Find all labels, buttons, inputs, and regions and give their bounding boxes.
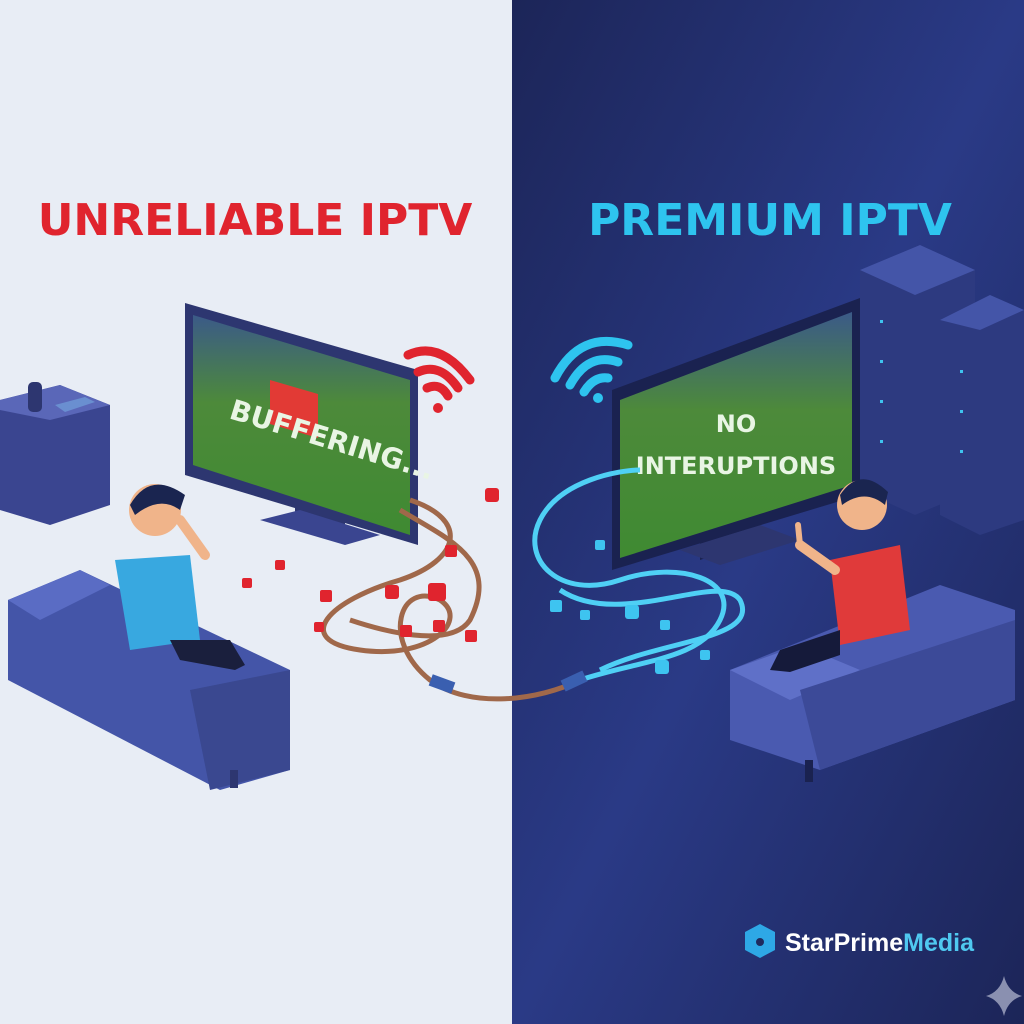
server-racks (860, 245, 1024, 535)
happy-person (770, 479, 910, 672)
logo-name-part2: Media (903, 929, 975, 957)
sparkle-icon (986, 976, 1022, 1016)
logo-name-part1: StarPrime (785, 929, 903, 957)
weak-wifi-icon (403, 346, 475, 413)
no-interruptions-line1: NO (716, 410, 757, 438)
cable-connector-icon (428, 674, 456, 694)
vase-icon (28, 382, 42, 412)
brand-logo: StarPrimeMedia (745, 924, 975, 958)
strong-wifi-icon (550, 337, 633, 403)
side-table (0, 382, 110, 525)
right-title: PREMIUM IPTV (588, 195, 952, 246)
right-tv: NO INTERUPTIONS (612, 298, 860, 570)
cable-connector-icon (560, 670, 588, 692)
left-tv: BUFFERING... (185, 303, 438, 545)
svg-text:StarPrimeMedia: StarPrimeMedia (785, 929, 975, 957)
data-packets (550, 540, 710, 674)
error-icons (242, 488, 499, 642)
fiber-cable (532, 467, 745, 683)
no-interruptions-line2: INTERUPTIONS (636, 452, 836, 480)
frustrated-person (115, 484, 245, 670)
broken-signal-icon (270, 380, 318, 438)
book-icon (55, 397, 95, 412)
left-title: UNRELIABLE IPTV (38, 195, 473, 246)
left-sofa (8, 570, 290, 790)
thumbs-up-icon (795, 522, 803, 548)
